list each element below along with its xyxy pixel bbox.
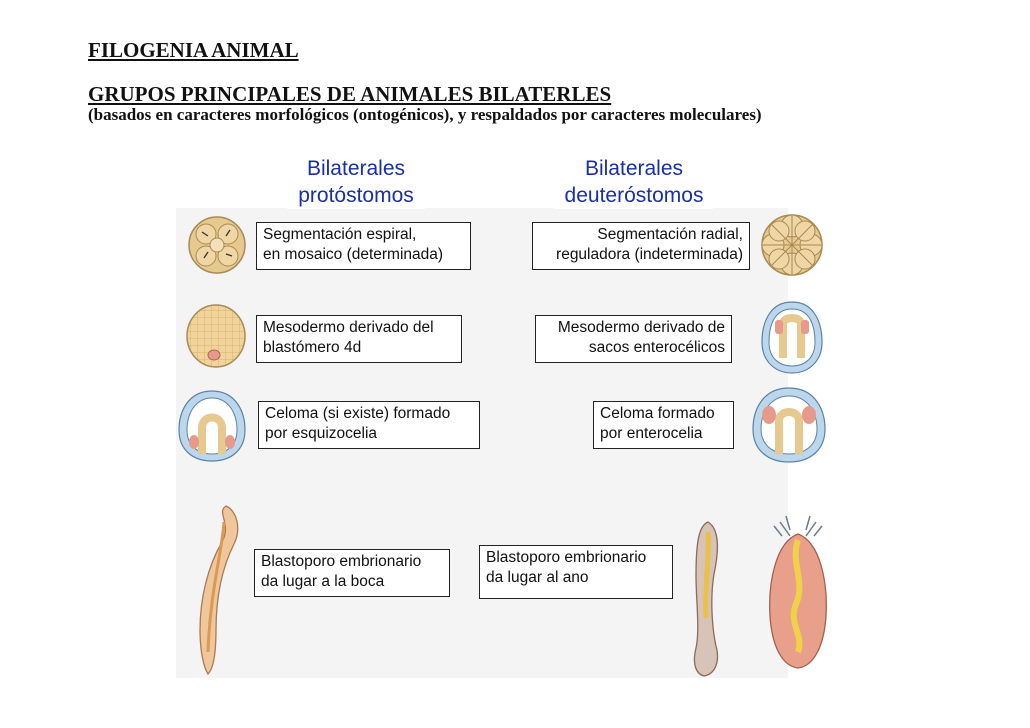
deuterostome-coelom-box: Celoma formado por enterocelia bbox=[593, 401, 734, 449]
protostome-heading-line1: Bilaterales bbox=[306, 157, 406, 180]
blastula-icon bbox=[186, 304, 246, 368]
enterocoely-gastrula-icon bbox=[761, 301, 823, 374]
worm-larva-icon bbox=[199, 505, 239, 676]
protostome-heading-line2: protóstomos bbox=[298, 184, 414, 207]
box-line: Blastoporo embrionario bbox=[486, 549, 647, 566]
box-line: en mosaico (determinada) bbox=[263, 246, 444, 263]
deuterostome-heading: Bilaterales deuteróstomos bbox=[555, 155, 713, 209]
box-line: Blastoporo embrionario bbox=[261, 553, 422, 570]
deuterostome-cleavage-box: Segmentación radial, reguladora (indeter… bbox=[532, 222, 750, 270]
box-line: Celoma formado bbox=[600, 405, 715, 422]
box-line: Mesodermo derivado de bbox=[557, 319, 725, 336]
protostome-heading: Bilaterales protóstomos bbox=[287, 155, 425, 209]
deuterostome-heading-line2: deuteróstomos bbox=[564, 184, 704, 207]
box-line: da lugar a la boca bbox=[261, 573, 385, 590]
page-note: (basados en caracteres morfológicos (ont… bbox=[88, 105, 762, 124]
box-line: por esquizocelia bbox=[265, 425, 378, 442]
box-line: Segmentación radial, bbox=[597, 226, 743, 243]
page-title: FILOGENIA ANIMAL bbox=[88, 38, 299, 62]
protostome-blastopore-box: Blastoporo embrionario da lugar a la boc… bbox=[254, 549, 450, 597]
box-line: Mesodermo derivado del bbox=[263, 319, 434, 336]
box-line: reguladora (indeterminada) bbox=[556, 246, 743, 263]
protostome-coelom-box: Celoma (si existe) formado por esquizoce… bbox=[258, 401, 480, 449]
box-line: Segmentación espiral, bbox=[263, 226, 417, 243]
deuterostome-blastopore-box: Blastoporo embrionario da lugar al ano bbox=[479, 545, 673, 599]
protostome-cleavage-box: Segmentación espiral, en mosaico (determ… bbox=[256, 222, 471, 270]
box-line: da lugar al ano bbox=[486, 569, 589, 586]
fish-larva-icon bbox=[693, 521, 719, 677]
protostome-mesoderm-box: Mesodermo derivado del blastómero 4d bbox=[256, 315, 462, 363]
deuterostome-mesoderm-box: Mesodermo derivado de sacos enterocélico… bbox=[535, 315, 732, 363]
schizocoely-gastrula-icon bbox=[178, 390, 246, 462]
box-line: sacos enterocélicos bbox=[588, 339, 725, 356]
box-line: Celoma (si existe) formado bbox=[265, 405, 451, 422]
deuterostome-heading-line1: Bilaterales bbox=[584, 157, 684, 180]
dipleurula-larva-icon bbox=[769, 515, 827, 669]
box-line: blastómero 4d bbox=[263, 339, 362, 356]
coelom-embryo-icon bbox=[752, 387, 826, 463]
page-subtitle: GRUPOS PRINCIPALES DE ANIMALES BILATERLE… bbox=[88, 82, 612, 106]
box-line: por enterocelia bbox=[600, 425, 703, 442]
spiral-cleavage-embryo-icon bbox=[188, 216, 246, 274]
radial-cleavage-embryo-icon bbox=[761, 214, 823, 276]
